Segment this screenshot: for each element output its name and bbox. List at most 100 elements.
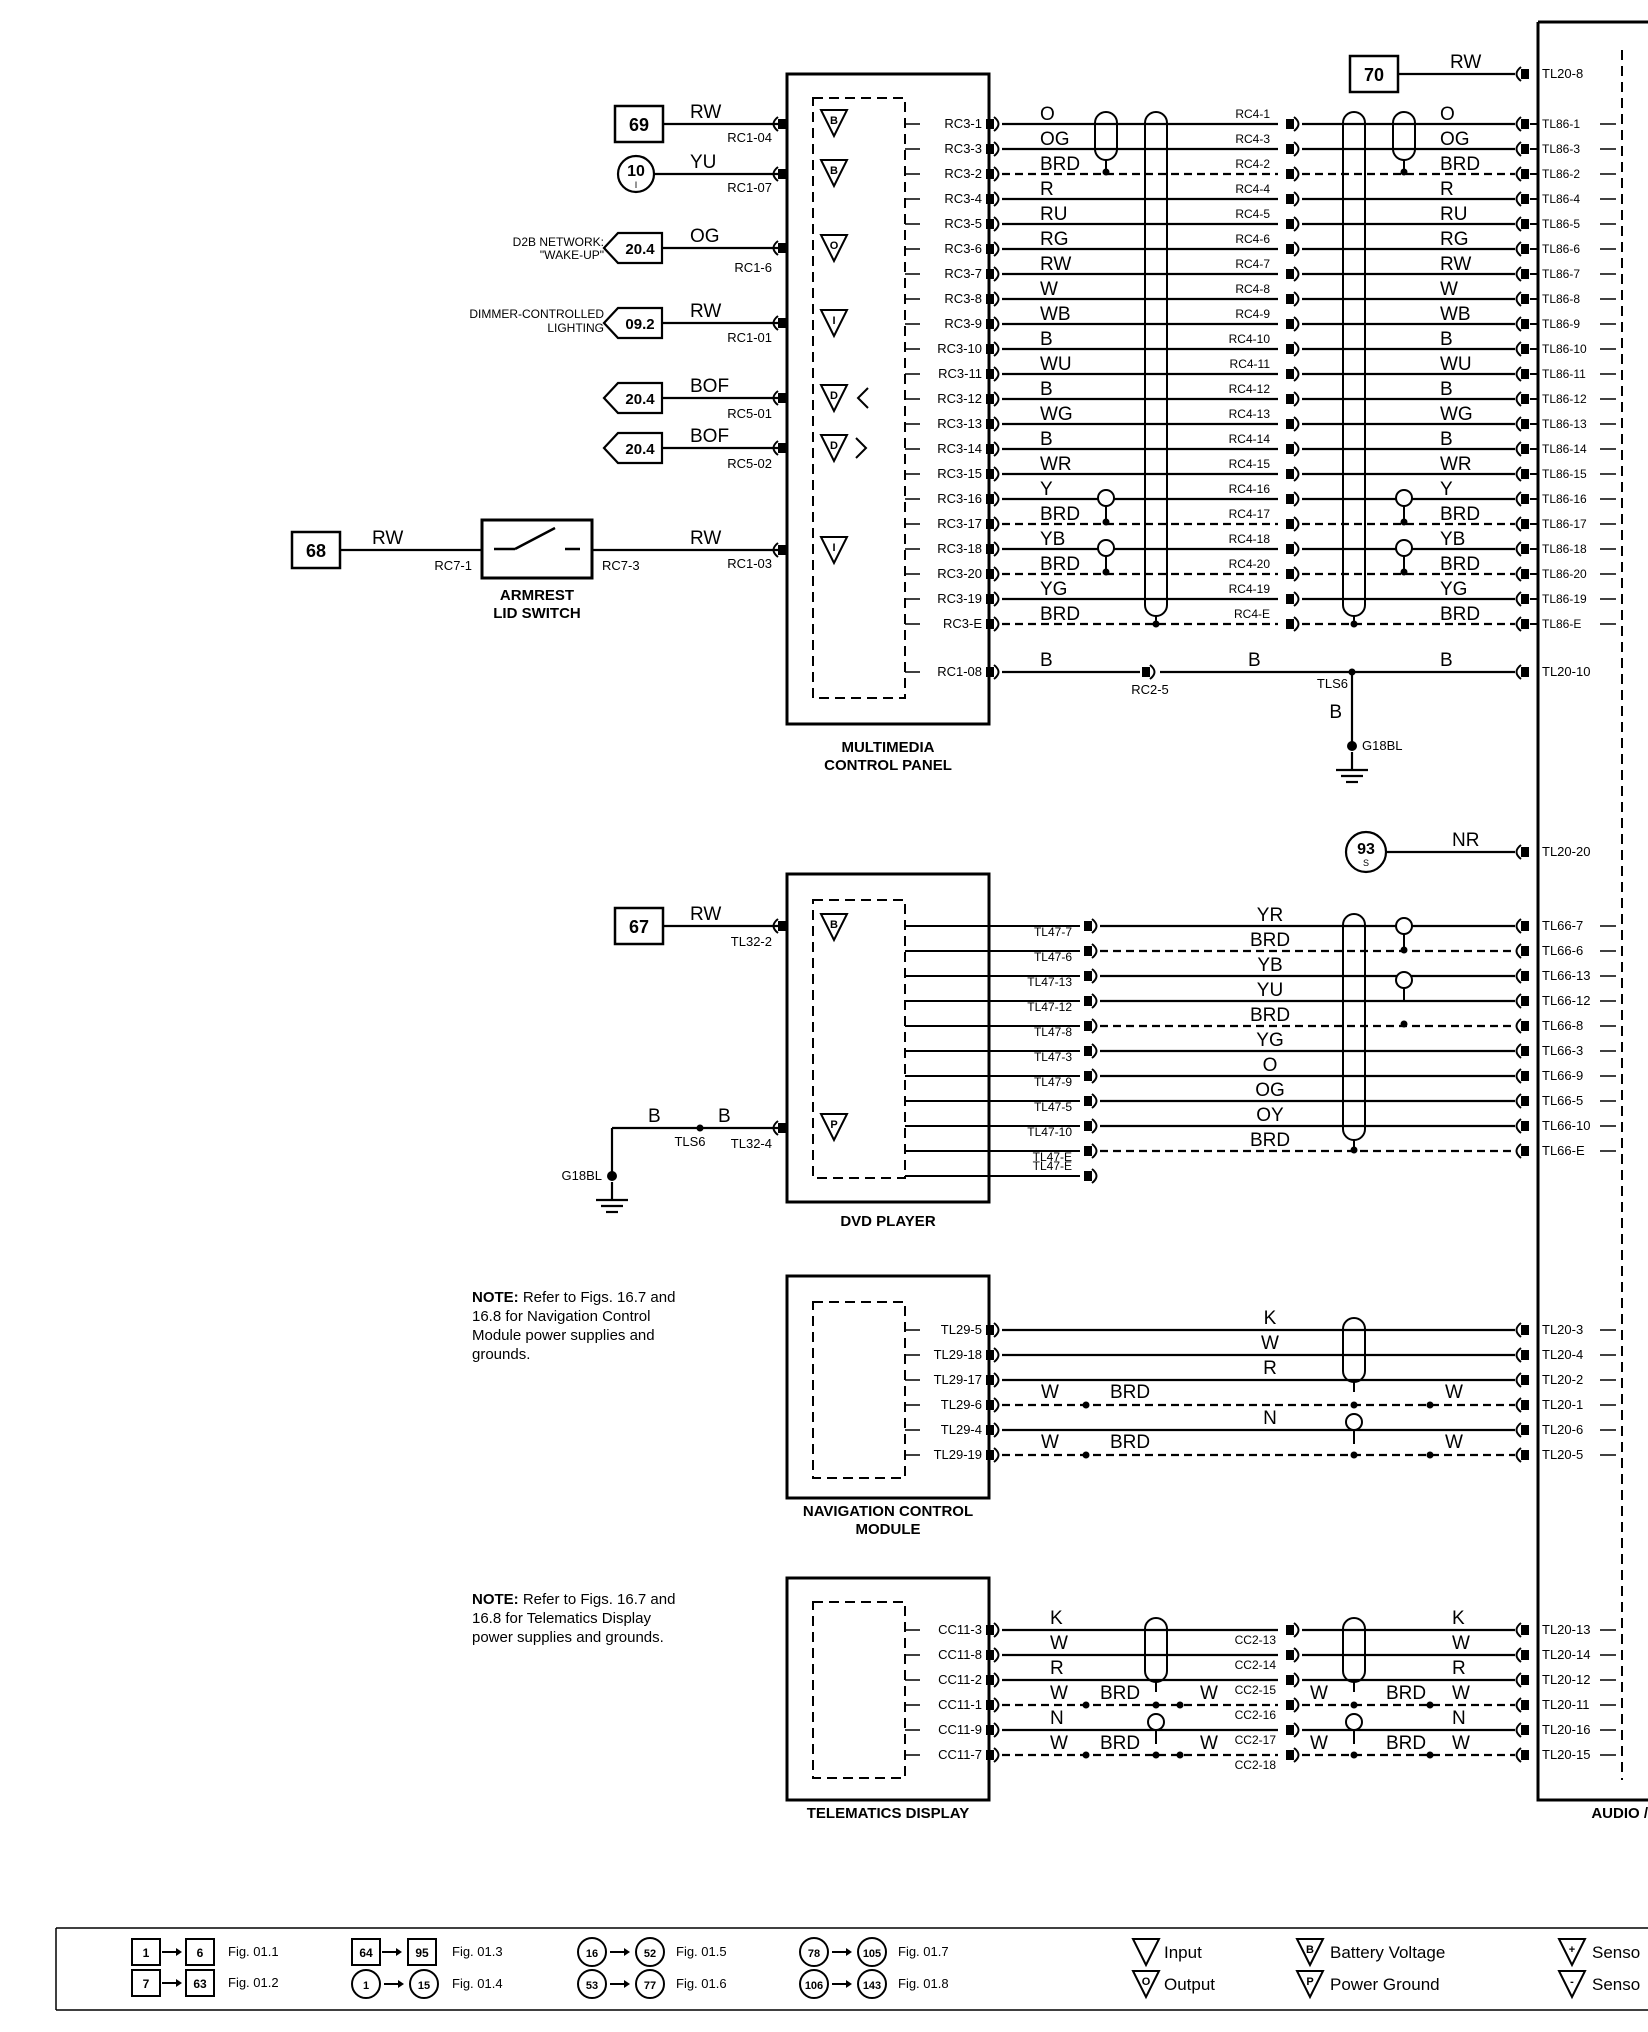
mcp-sym-in-glyph: I — [832, 315, 835, 327]
tl66-connector — [1515, 918, 1529, 934]
tl86-connector — [1515, 216, 1529, 232]
tl86-pin-label: TL86-19 — [1542, 592, 1587, 606]
dvd-title: DVD PLAYER — [840, 1213, 935, 1230]
wire-color-label: B — [648, 1106, 661, 1127]
twist-yb-brd-l — [1097, 539, 1115, 557]
tl20n-label: TL20-6 — [1542, 1422, 1583, 1437]
connector-socket — [1293, 191, 1300, 207]
mcp-connector — [986, 391, 1000, 407]
connector-socket — [1293, 566, 1300, 582]
mcp-title-1: MULTIMEDIA — [841, 739, 934, 756]
tl86-pin-label: TL86-2 — [1542, 167, 1580, 181]
tl86-connector — [1515, 291, 1529, 307]
connector-pin — [1521, 1750, 1529, 1760]
tl20n-connector — [1515, 1347, 1529, 1363]
connector-pin — [986, 144, 994, 154]
connector-socket — [993, 1722, 1000, 1738]
connector-socket — [1293, 491, 1300, 507]
legend-h1: 106 — [805, 1980, 823, 1992]
connector-socket — [1515, 166, 1522, 182]
tl66-label: TL66-7 — [1542, 918, 1583, 933]
tl47-label: TL47-7 — [1034, 925, 1072, 939]
nav-splice — [1426, 1451, 1434, 1459]
nav-wire-label: W — [1041, 1432, 1059, 1453]
connector-socket — [1515, 1697, 1522, 1713]
mcp-in — [772, 116, 786, 132]
connector-pin — [1521, 921, 1529, 931]
rc4-pin-label: RC4-17 — [1229, 507, 1271, 521]
tls6-label: TLS6 — [1317, 676, 1348, 691]
tls6-dvd-splice — [696, 1124, 704, 1132]
tls6-dvd-label: TLS6 — [674, 1134, 705, 1149]
ref-69-label: 69 — [629, 115, 649, 135]
mcp-pin-label: RC3-1 — [944, 116, 982, 131]
connector-pin — [1521, 971, 1529, 981]
legend-arr-head — [396, 1948, 402, 1956]
shield-splice — [1400, 518, 1408, 526]
connector-socket — [1515, 541, 1522, 557]
wire-color-label: W — [1440, 279, 1458, 300]
tel-splice — [1350, 1751, 1358, 1759]
legend-g1-circle — [799, 1937, 829, 1967]
connector-pin — [986, 469, 994, 479]
nav-splice — [1350, 1401, 1358, 1409]
connector-pin — [986, 1650, 994, 1660]
mcp-connector — [986, 516, 1000, 532]
connector-pin — [1286, 269, 1294, 279]
tl47-connector — [1084, 1143, 1098, 1159]
connector-pin — [778, 1123, 786, 1133]
connector-pin — [986, 119, 994, 129]
connector-socket — [1293, 591, 1300, 607]
connector-socket — [1515, 1672, 1522, 1688]
connector-pin — [986, 269, 994, 279]
mcp-sym-in-triangle — [819, 309, 849, 339]
legend-sensn-triangle — [1557, 1970, 1587, 2000]
tl47-connector — [1084, 918, 1098, 934]
nav-note-line: 16.8 for Navigation Control — [472, 1308, 650, 1325]
rc4-connector — [1286, 366, 1300, 382]
mcp-pin-label: RC3-9 — [944, 316, 982, 331]
wire-color-label: RU — [1440, 204, 1467, 225]
wire-color-label: RW — [1450, 52, 1481, 73]
dvd-sym-pgnd-glyph: P — [830, 1119, 837, 1131]
connector-socket — [1293, 416, 1300, 432]
ref-93-label: 93 — [1357, 841, 1375, 858]
tel-splice — [1152, 1751, 1160, 1759]
connector-socket — [1515, 664, 1522, 680]
connector-socket — [772, 1120, 779, 1136]
tl86-connector — [1515, 191, 1529, 207]
connector-socket — [1515, 516, 1522, 532]
connector-pin — [1286, 1650, 1294, 1660]
legend-e1: 16 — [586, 1948, 598, 1960]
connector-socket — [1515, 416, 1522, 432]
mcp-pin-label: RC1-08 — [937, 664, 982, 679]
connector-pin — [1521, 219, 1529, 229]
connector-pin — [1084, 946, 1092, 956]
wire-color-label: RW — [690, 904, 721, 925]
legend-e2: 52 — [644, 1948, 656, 1960]
dvd-wire-label: YR — [1257, 905, 1283, 926]
rc4-pin-label: RC4-16 — [1229, 482, 1271, 496]
tl20t-label: TL20-16 — [1542, 1722, 1590, 1737]
rc103-label: RC1-03 — [727, 556, 772, 571]
connector-socket — [993, 516, 1000, 532]
shield-mcp-1 — [1094, 111, 1118, 161]
wire-color-label: WB — [1440, 304, 1471, 325]
connector-socket — [1515, 491, 1522, 507]
connector-socket — [993, 166, 1000, 182]
mcp-pin-label: RC3-7 — [944, 266, 982, 281]
legend-d1: 1 — [363, 1980, 369, 1992]
mcp-sym-d1-glyph: D — [830, 390, 838, 402]
legend-b2-box — [185, 1969, 215, 1997]
connector-socket — [1515, 993, 1522, 1009]
nav-title-2: MODULE — [856, 1521, 921, 1538]
tl20t-connector — [1515, 1647, 1529, 1663]
cc2-connector — [1286, 1697, 1300, 1713]
legend-b1: 7 — [143, 1977, 150, 1991]
wire-color-label: BRD — [1040, 154, 1080, 175]
tl47e-connector — [1084, 1168, 1098, 1184]
wire-color-label: B — [1440, 329, 1453, 350]
connector-pin — [1521, 1725, 1529, 1735]
connector-pin — [986, 369, 994, 379]
connector-pin — [1286, 419, 1294, 429]
